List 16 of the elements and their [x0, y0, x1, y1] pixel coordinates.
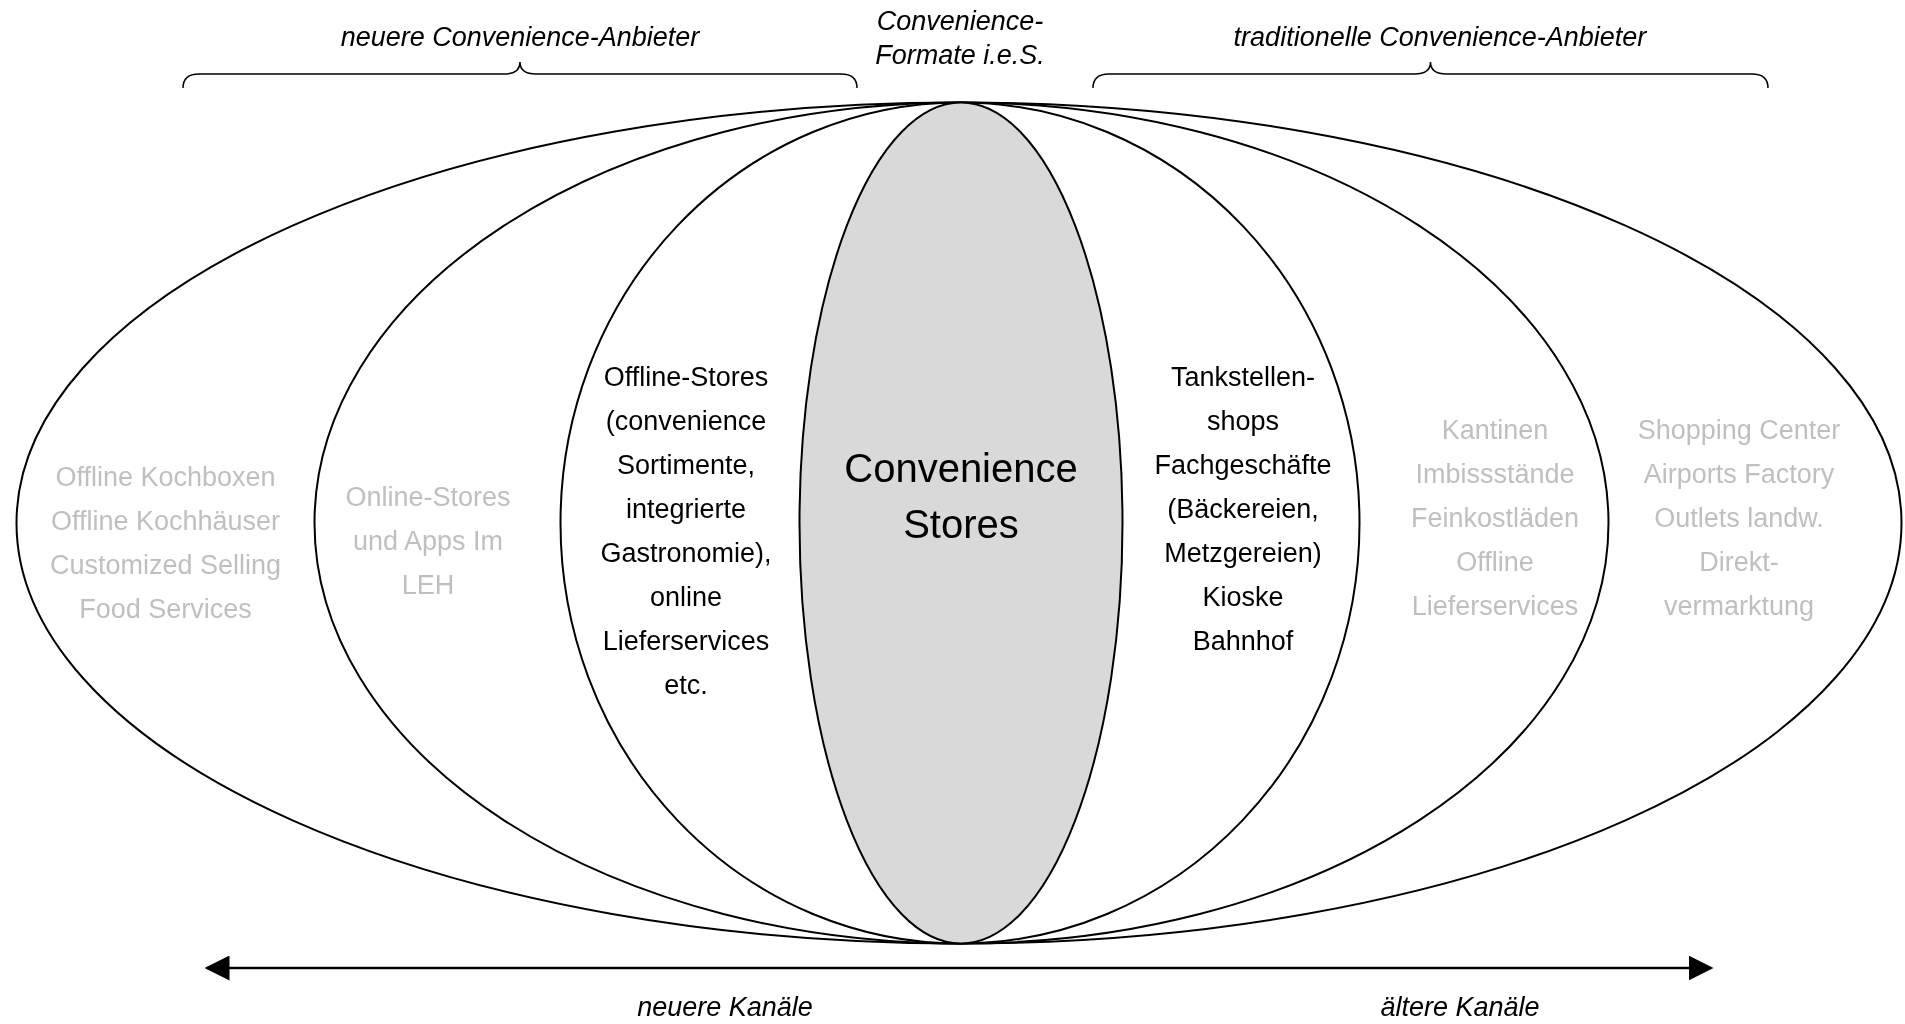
category-list: Shopping Center Airports Factory Outlets landw. Direkt-vermarktung — [1634, 408, 1844, 628]
category-list: Kantinen Imbissstände Feinkostläden Offline Lieferservices — [1384, 408, 1606, 628]
category-list: Offline Kochboxen Offline Kochhäuser Customized Selling Food Services — [18, 455, 313, 631]
ellipse — [559, 101, 1361, 945]
ellipse — [313, 101, 1610, 945]
category-list: Tankstellen-shops Fachgeschäfte (Bäckereien, Metzgereien) Kioske Bahnhof — [1150, 355, 1336, 663]
ellipse — [15, 101, 1903, 945]
axis-label: neuere Kanäle — [636, 991, 814, 1024]
bracket-label: neuere Convenience-Anbieter — [339, 21, 701, 54]
center-label: Convenience Stores — [843, 445, 1079, 548]
bracket-label: Convenience-Formate i.e.S. — [874, 5, 1046, 72]
axis-label: ältere Kanäle — [1379, 991, 1541, 1024]
category-list: Online-Stores und Apps Im LEH — [333, 475, 523, 607]
ellipse — [798, 101, 1124, 945]
category-list: Offline-Stores (convenience Sortimente, integrierte Gastronomie), online Lieferservices etc. — [578, 355, 794, 707]
bracket-label: traditionelle Convenience-Anbieter — [1232, 21, 1648, 54]
